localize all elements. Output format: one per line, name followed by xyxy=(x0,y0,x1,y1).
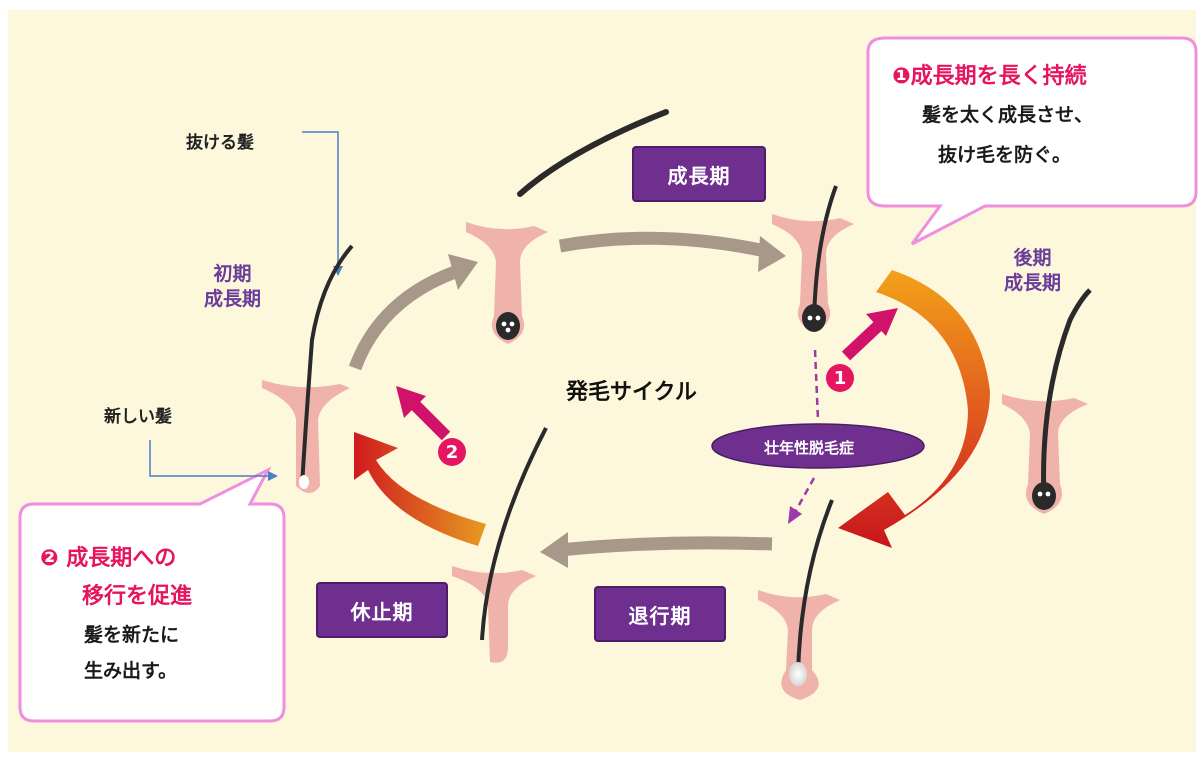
speech-bubble-1 xyxy=(866,36,1198,246)
falling-hair xyxy=(517,109,669,197)
follicle-regression xyxy=(758,499,840,700)
marker-2: 2 xyxy=(438,438,466,466)
marker-1: 1 xyxy=(826,364,854,392)
follicle-growth-top xyxy=(466,222,548,344)
bubble1-title: ❶成長期を長く持続 xyxy=(892,64,1087,89)
early-growth-text: 初期 成長期 xyxy=(204,263,262,310)
bubble2-line2: 生み出す。 xyxy=(84,660,178,682)
pink-arrow-2 xyxy=(409,399,451,441)
cycle-title: 発毛サイクル xyxy=(566,380,697,405)
cycle-arrow-top xyxy=(558,231,772,259)
pink-arrow-1 xyxy=(841,321,883,361)
bubble2-line1: 髪を新たに xyxy=(84,624,180,646)
rest-big-arrow xyxy=(354,432,486,546)
aga-label: 壮年性脱毛症 xyxy=(764,439,855,457)
new-hair-label: 新しい髪 xyxy=(104,407,172,427)
speech-bubble-2 xyxy=(18,466,286,723)
bubble2-title-1: ❷ 成長期への xyxy=(40,546,177,571)
follicle-rest xyxy=(452,427,548,663)
follicle-growth-right xyxy=(772,185,854,332)
late-growth-label: 後期 成長期 xyxy=(1004,246,1061,296)
early-growth-label: 初期 成長期 xyxy=(204,262,261,312)
aga-oval xyxy=(711,423,925,469)
follicle-early-growth xyxy=(262,244,354,493)
phase-regression: 退行期 xyxy=(594,586,726,642)
bubble1-line1: 髪を太く成長させ、 xyxy=(922,104,1094,126)
dashed-transition xyxy=(813,349,820,421)
late-growth-text: 後期 成長期 xyxy=(1004,247,1062,294)
bubble2-title-2: 移行を促進 xyxy=(82,584,193,609)
follicle-late-growth xyxy=(1002,288,1092,514)
falling-hair-pointer xyxy=(302,131,339,272)
phase-rest: 休止期 xyxy=(316,582,448,638)
late-growth-big-arrow xyxy=(838,270,990,548)
cycle-arrow-bottom xyxy=(559,536,773,557)
bubble1-line2: 抜け毛を防ぐ。 xyxy=(938,144,1072,166)
falling-hair-label: 抜ける髪 xyxy=(186,133,254,153)
new-hair-pointer xyxy=(149,440,272,477)
cycle-arrow-left xyxy=(348,265,458,371)
phase-growth: 成長期 xyxy=(632,146,766,202)
